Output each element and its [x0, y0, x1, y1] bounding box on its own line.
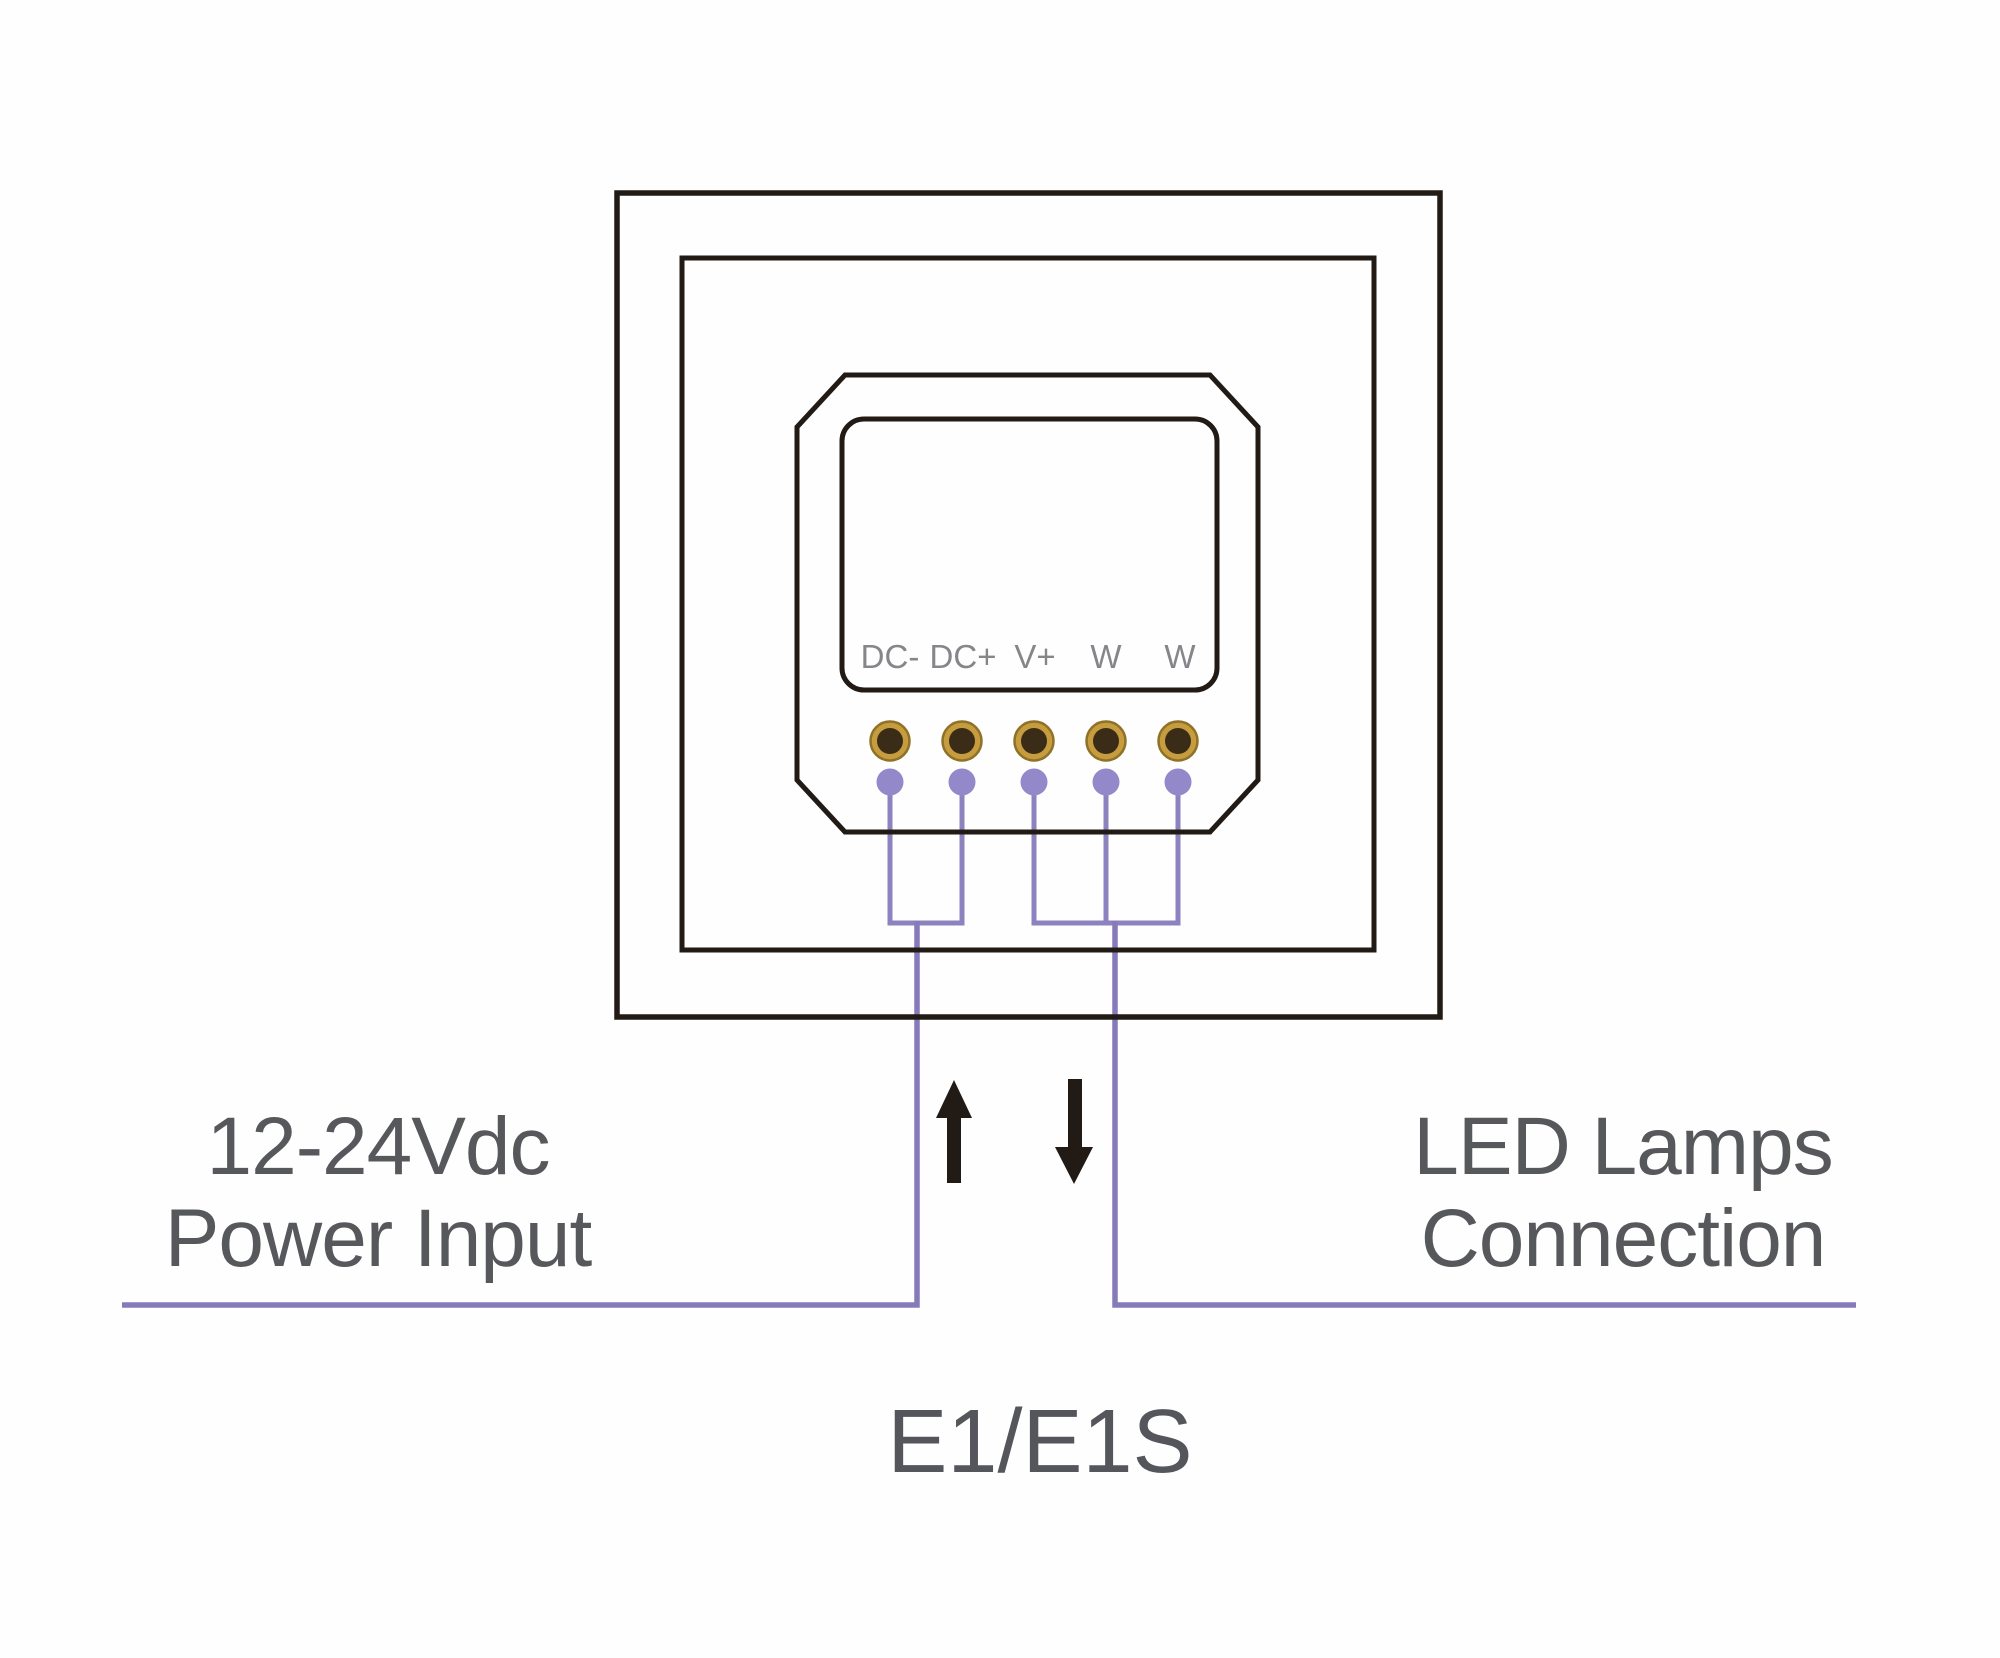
- wire-dots: [876, 768, 1192, 796]
- terminal-label-v-plus: V+: [1014, 638, 1055, 675]
- terminal-screw-hole: [1093, 728, 1119, 754]
- inner-wall-plate: [679, 255, 1377, 953]
- input-arrow: [936, 1080, 972, 1183]
- terminal-screw-hole: [1021, 728, 1047, 754]
- down-arrow-icon: [1055, 1147, 1093, 1184]
- output-arrow: [1055, 1079, 1093, 1184]
- power-input-label-line2: Power Input: [165, 1193, 593, 1284]
- outer-wall-plate: [614, 190, 1443, 1020]
- wire-dot: [1020, 768, 1048, 796]
- terminal-screw-hole: [949, 728, 975, 754]
- up-arrow-shaft: [947, 1115, 961, 1183]
- led-connection-annotation: LED Lamps Connection: [1413, 1101, 1833, 1284]
- terminal-label-w2: W: [1164, 638, 1196, 675]
- device-model-label: E1/E1S: [887, 1392, 1192, 1492]
- terminal-label-row: DC- DC+ V+ W W: [861, 638, 1197, 675]
- wire-dot: [876, 768, 904, 796]
- terminal-screw-hole: [877, 728, 903, 754]
- power-input-label-line1: 12-24Vdc: [206, 1101, 549, 1192]
- terminal-label-dc-minus: DC-: [861, 638, 920, 675]
- power-input-wire: [122, 921, 920, 1308]
- wire-dot: [1092, 768, 1120, 796]
- terminal-screws: [869, 720, 1199, 762]
- terminal-block: [839, 416, 1220, 693]
- led-connection-wire: [1112, 921, 1856, 1308]
- wire-dot: [948, 768, 976, 796]
- terminal-label-w1: W: [1090, 638, 1122, 675]
- led-lamps-label-line1: LED Lamps: [1413, 1101, 1832, 1192]
- wire-dot: [1164, 768, 1192, 796]
- terminal-screw-hole: [1165, 728, 1191, 754]
- wire-dc-pair: [887, 782, 965, 926]
- led-lamps-label-line2: Connection: [1421, 1193, 1826, 1284]
- down-arrow-shaft: [1068, 1079, 1082, 1149]
- up-arrow-icon: [936, 1080, 972, 1118]
- terminal-label-dc-plus: DC+: [930, 638, 997, 675]
- power-input-annotation: 12-24Vdc Power Input: [165, 1101, 594, 1284]
- wire-group: [122, 782, 1856, 1308]
- device-octagon: [794, 372, 1261, 835]
